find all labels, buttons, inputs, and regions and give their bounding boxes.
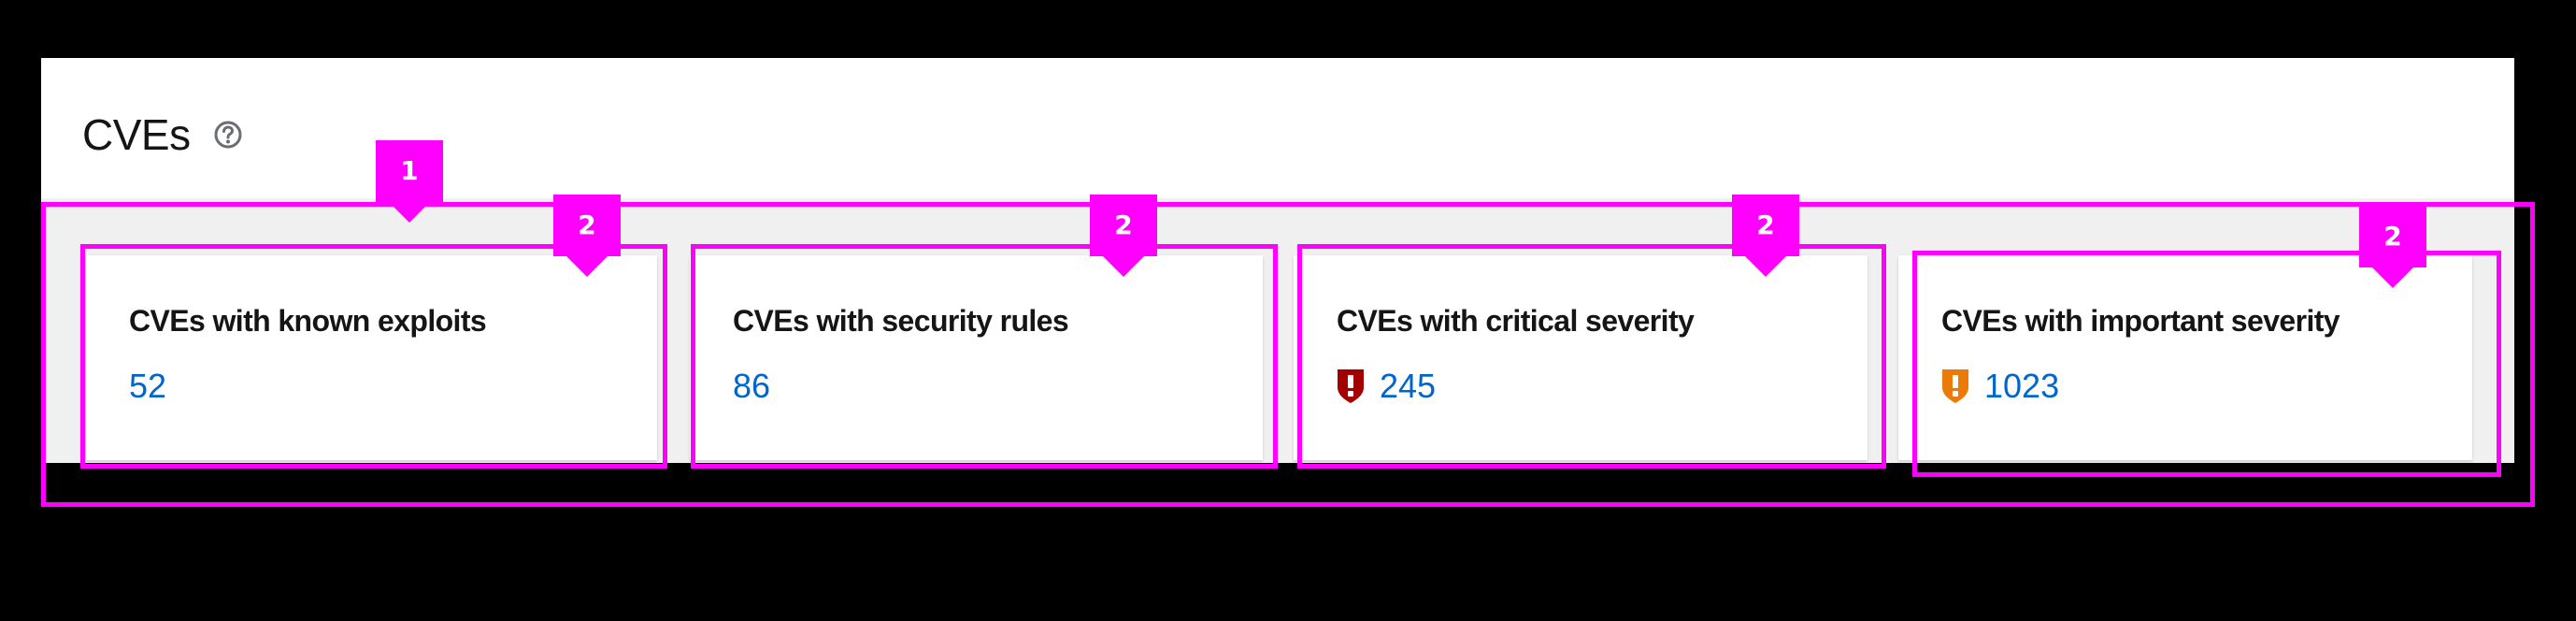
help-icon[interactable] [213, 120, 243, 150]
section-title: CVEs [82, 110, 191, 159]
card-value-link[interactable]: 1023 [1984, 367, 2060, 405]
card-title: CVEs with security rules [733, 304, 1069, 338]
card-title: CVEs with important severity [1941, 304, 2340, 338]
card-critical-severity[interactable]: CVEs with critical severity 245 [1294, 255, 1868, 460]
card-title: CVEs with known exploits [129, 304, 487, 338]
critical-shield-icon [1337, 368, 1365, 404]
card-title: CVEs with critical severity [1337, 304, 1695, 338]
card-value-link[interactable]: 52 [129, 367, 167, 405]
card-important-severity[interactable]: CVEs with important severity 1023 [1898, 255, 2472, 460]
card-security-rules[interactable]: CVEs with security rules 86 [690, 255, 1263, 460]
important-shield-icon [1941, 368, 1969, 404]
card-value-link[interactable]: 86 [733, 367, 771, 405]
card-known-exploits[interactable]: CVEs with known exploits 52 [86, 255, 657, 460]
card-value-link[interactable]: 245 [1380, 367, 1437, 405]
